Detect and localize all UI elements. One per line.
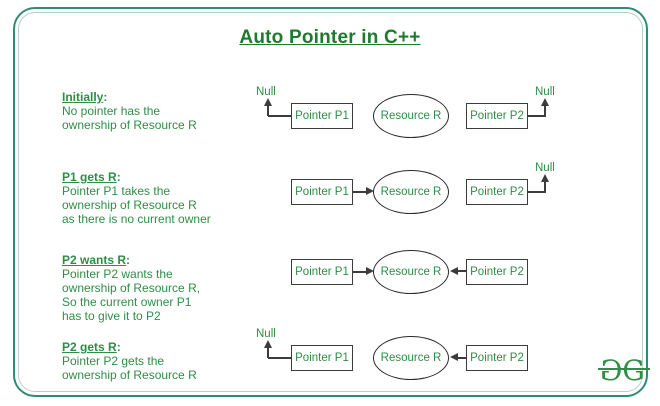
arrow-left-icon	[450, 353, 458, 361]
desc-line: has to give it to P2	[62, 309, 161, 323]
desc-line: No pointer has the	[62, 104, 161, 118]
desc-line: ownership of Resource R	[62, 198, 197, 212]
null-connector	[528, 115, 546, 117]
pointer-p2-box: Pointer P2	[466, 179, 528, 205]
null-label: Null	[535, 86, 555, 98]
logo-letter-g: G	[622, 354, 644, 387]
logo-letter-reversed-g: G	[601, 354, 623, 387]
resource-r-ellipse: Resource R	[373, 250, 449, 294]
desc-line: Pointer P1 takes the	[62, 184, 171, 198]
section-p2-gets-r: P2 gets R: Pointer P2 gets the ownership…	[62, 340, 197, 382]
pointer-p1-box: Pointer P1	[291, 345, 353, 371]
colon: :	[116, 340, 121, 354]
null-arrow-icon	[541, 98, 549, 106]
pointer-p1-box: Pointer P1	[291, 259, 353, 285]
inner-frame	[18, 12, 643, 392]
resource-r-ellipse: Resource R	[373, 170, 449, 214]
section-initially: Initially: No pointer has the ownership …	[62, 90, 197, 132]
null-connector	[528, 191, 546, 193]
desc-line: ownership of Resource R,	[62, 281, 201, 295]
row-heading: P1 gets R:	[62, 170, 211, 184]
row-heading-text: Initially	[62, 90, 104, 104]
ownership-arrow	[457, 357, 466, 359]
desc-line: Pointer P2 wants the	[62, 267, 173, 281]
pointer-p2-box: Pointer P2	[466, 345, 528, 371]
ownership-arrow	[353, 191, 367, 193]
ownership-arrow	[353, 271, 367, 273]
null-connector	[544, 104, 546, 116]
desc-line: ownership of Resource R	[62, 368, 197, 382]
pointer-p1-box: Pointer P1	[291, 179, 353, 205]
pointer-p2-box: Pointer P2	[466, 103, 528, 129]
colon: :	[116, 170, 121, 184]
null-connector	[267, 346, 269, 358]
row-heading-text: P2 gets R	[62, 340, 117, 354]
desc-line: as there is no current owner	[62, 212, 211, 226]
null-arrow-icon	[264, 98, 272, 106]
arrow-right-icon	[366, 267, 374, 275]
null-connector	[268, 115, 291, 117]
pointer-p1-box: Pointer P1	[291, 103, 353, 129]
null-label: Null	[256, 328, 276, 340]
want-dashed-arrow	[457, 270, 466, 272]
null-connector	[268, 357, 291, 359]
desc-line: So the current owner P1	[62, 295, 192, 309]
pointer-p2-box: Pointer P2	[466, 259, 528, 285]
page-title: Auto Pointer in C++	[239, 27, 421, 48]
desc-line: Pointer P2 gets the	[62, 354, 165, 368]
null-connector	[544, 180, 546, 192]
geeksforgeeks-logo: GG	[598, 354, 651, 390]
row-heading: P2 wants R:	[62, 253, 200, 267]
row-heading: P2 gets R:	[62, 340, 197, 354]
section-p2-wants-r: P2 wants R: Pointer P2 wants the ownersh…	[62, 253, 200, 323]
null-arrow-icon	[264, 340, 272, 348]
logo-bar	[598, 368, 650, 370]
resource-r-ellipse: Resource R	[373, 336, 449, 380]
row-heading-text: P2 wants R	[62, 253, 127, 267]
null-arrow-icon	[541, 174, 549, 182]
colon: :	[126, 253, 131, 267]
resource-r-ellipse: Resource R	[373, 94, 449, 138]
null-connector	[267, 104, 269, 116]
null-label: Null	[535, 162, 555, 174]
section-p1-gets-r: P1 gets R: Pointer P1 takes the ownershi…	[62, 170, 211, 226]
row-heading: Initially:	[62, 90, 197, 104]
row-heading-text: P1 gets R	[62, 170, 117, 184]
outer-frame	[13, 7, 648, 397]
null-label: Null	[256, 86, 276, 98]
desc-line: ownership of Resource R	[62, 118, 197, 132]
arrow-right-icon	[366, 187, 374, 195]
arrow-left-icon	[450, 267, 458, 275]
colon: :	[103, 90, 108, 104]
